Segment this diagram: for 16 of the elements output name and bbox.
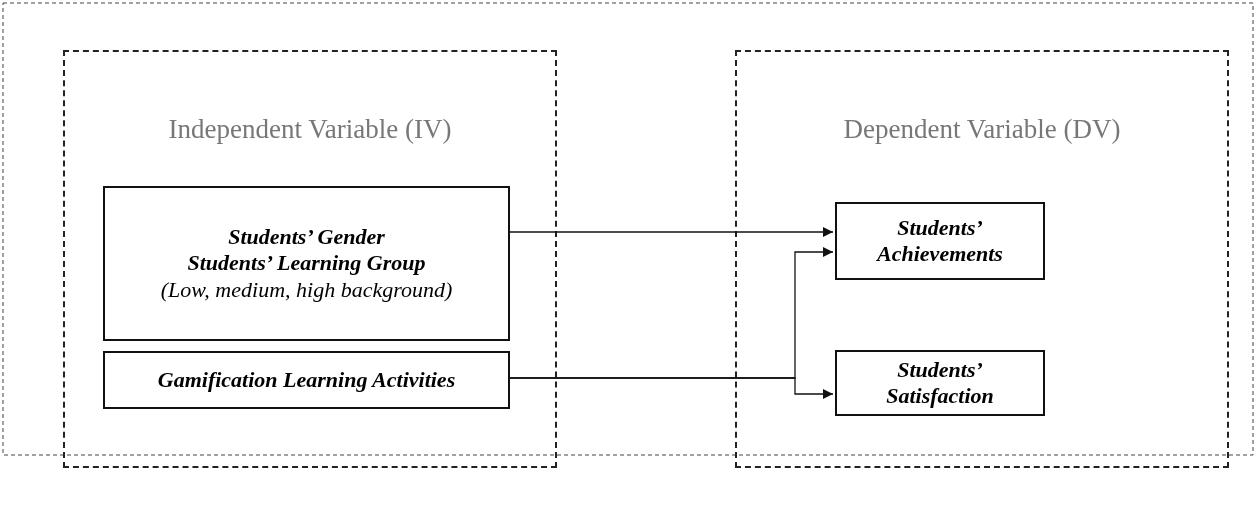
variable-label: Students’ Satisfaction (885, 356, 995, 410)
variable-box (835, 350, 1045, 416)
group-heading: Independent Variable (IV) (167, 114, 453, 145)
variable-label: Students’ Learning Group (186, 250, 427, 277)
variable-label: Students’ Achievements (875, 214, 1004, 268)
dashed-group-box (63, 50, 557, 468)
variable-box (103, 351, 510, 409)
arrow (507, 227, 834, 237)
group-heading: Dependent Variable (DV) (842, 114, 1122, 145)
variable-label: Gamification Learning Activities (156, 366, 457, 394)
variable-box (103, 186, 510, 341)
variable-label: Students’ Gender (227, 223, 386, 251)
variable-box (835, 202, 1045, 280)
variable-note: (Low, medium, high background) (159, 276, 454, 304)
arrow (507, 377, 834, 399)
dashed-group-box (735, 50, 1229, 468)
